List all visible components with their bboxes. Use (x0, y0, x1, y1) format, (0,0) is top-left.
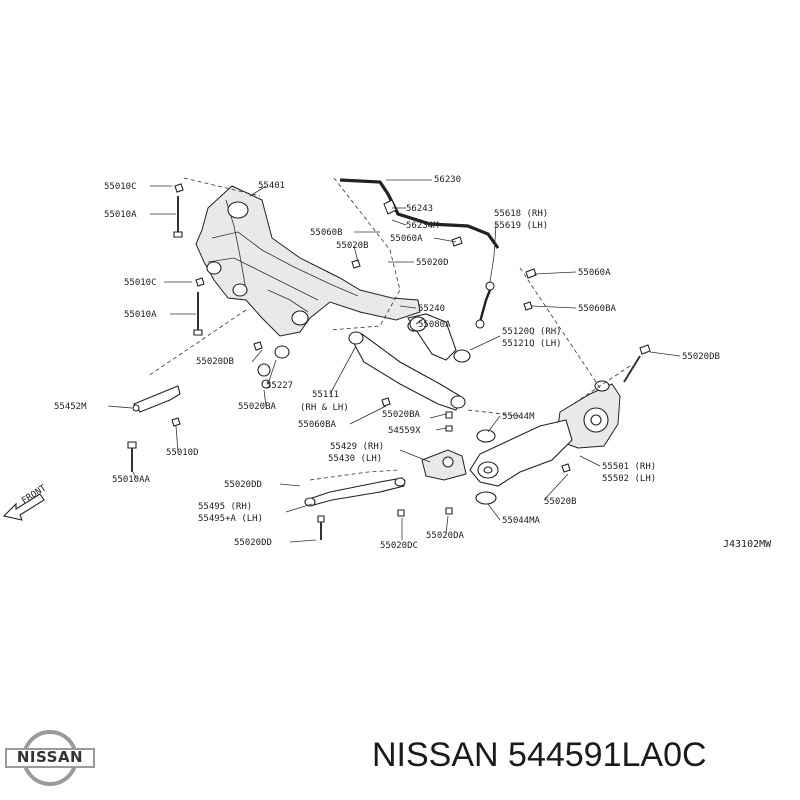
label-55044m: 55044M (502, 412, 535, 422)
label-55240: 55240 (418, 304, 445, 314)
label-55020db-a: 55020DB (682, 352, 720, 362)
stabilizer-bar (339, 178, 500, 249)
front-direction-arrow: FRONT (2, 483, 49, 521)
label-55020da: 55020DA (426, 531, 465, 541)
part-number-caption: NISSAN 544591LA0C (372, 736, 707, 774)
label-55227: 55227 (266, 381, 293, 391)
label-55618: 55618 (RH) (494, 209, 548, 219)
label-55060ba-b: 55060BA (298, 420, 337, 430)
label-55020b-b: 55020B (544, 497, 577, 507)
lower-control-arm (469, 419, 573, 487)
diagram-code: J43102MW (723, 539, 772, 550)
label-55020d: 55020D (416, 258, 449, 268)
label-55495: 55495 (RH) (198, 502, 252, 512)
label-55020b: 55020B (336, 241, 369, 251)
rear-knuckle (555, 380, 621, 449)
label-55020dd-a: 55020DD (224, 480, 262, 490)
leader-lines (107, 177, 681, 543)
label-55080a: 55080A (418, 320, 451, 330)
label-55020db-b: 55020DB (196, 357, 234, 367)
label-56234m: 56234M (406, 221, 439, 231)
label-55010c: 55010C (104, 182, 137, 192)
label-55060a: 55060A (390, 234, 423, 244)
label-55502: 55502 (LH) (602, 474, 656, 484)
label-55430: 55430 (LH) (328, 454, 382, 464)
label-55401: 55401 (258, 181, 285, 191)
label-56243: 56243 (406, 204, 433, 214)
rear-subframe (195, 185, 421, 337)
part-labels: 55010C 55010A 55401 56230 56243 56234M 5… (54, 175, 720, 551)
label-55020ba-b: 55020BA (382, 410, 421, 420)
washers (257, 316, 497, 505)
label-55495a: 55495+A (LH) (198, 514, 263, 524)
label-55060ba: 55060BA (578, 304, 617, 314)
label-55120q: 55120Q (RH) (502, 327, 562, 337)
label-55020dd-b: 55020DD (234, 538, 272, 548)
logo-text: NISSAN (16, 748, 84, 766)
label-55010c-b: 55010C (124, 278, 157, 288)
label-55111: 55111 (312, 390, 339, 400)
label-55044ma: 55044MA (502, 516, 541, 526)
label-55010a: 55010A (104, 210, 137, 220)
label-54559x: 54559X (388, 426, 421, 436)
label-55010a-b: 55010A (124, 310, 157, 320)
lower-link (348, 331, 466, 411)
label-55501: 55501 (RH) (602, 462, 656, 472)
toe-link (304, 477, 406, 507)
label-55452m: 55452M (54, 402, 87, 412)
link-55452M (132, 385, 181, 413)
label-55121q: 55121Q (LH) (502, 339, 562, 349)
label-56230: 56230 (434, 175, 461, 185)
label-55010d: 55010D (166, 448, 199, 458)
label-55020dc: 55020DC (380, 541, 418, 551)
bolts (127, 183, 651, 540)
nissan-logo-icon (5, 730, 95, 786)
label-55060a-b: 55060A (578, 268, 611, 278)
stabilizer-link (475, 281, 495, 329)
label-55111-side: (RH & LH) (300, 403, 349, 413)
label-55020ba: 55020BA (238, 402, 277, 412)
spring-seat-bracket (421, 449, 467, 481)
label-55429: 55429 (RH) (330, 442, 384, 452)
label-55619: 55619 (LH) (494, 221, 548, 231)
label-55010aa: 55010AA (112, 475, 151, 485)
label-55060b: 55060B (310, 228, 343, 238)
